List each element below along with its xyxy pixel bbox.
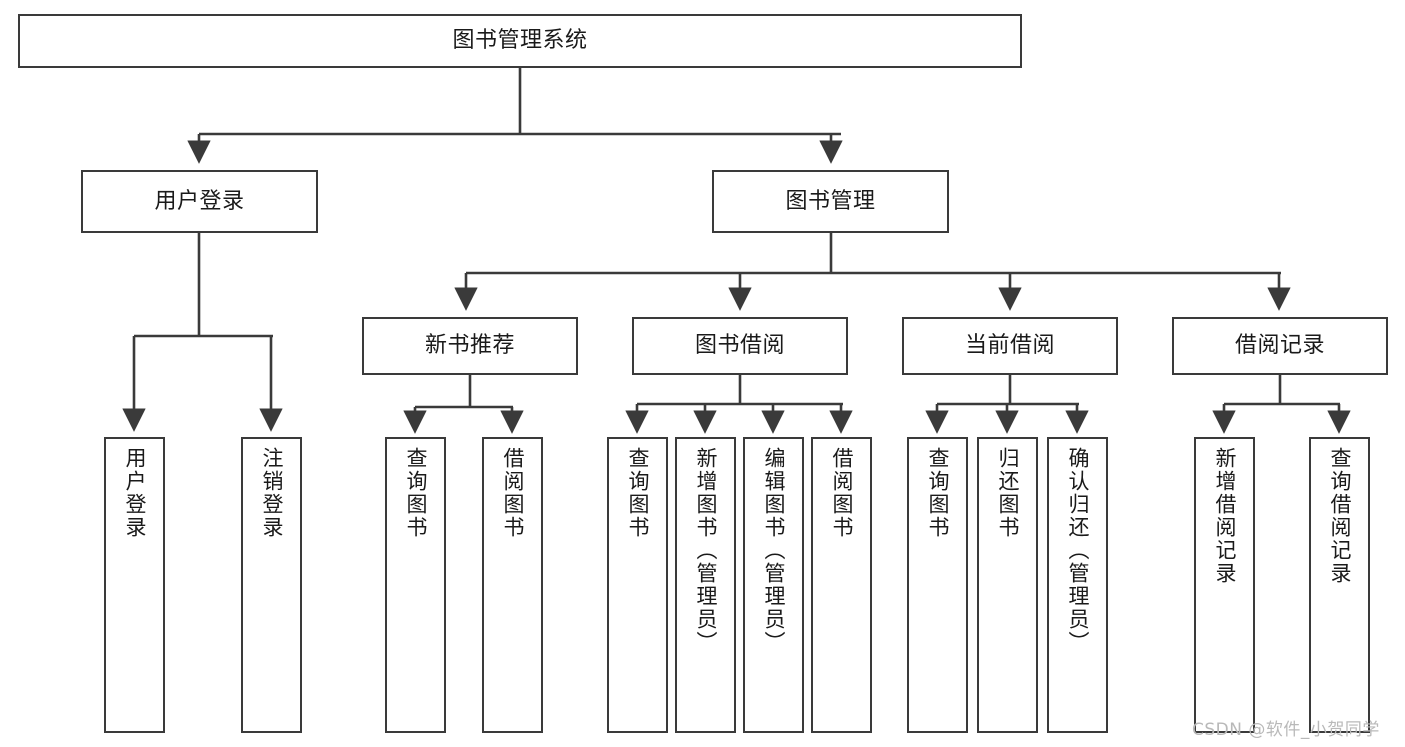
node-leaf-add-book[interactable]: 新增图书（管理员） — [675, 437, 736, 733]
node-leaf-logout[interactable]: 注销登录 — [241, 437, 302, 733]
node-borrow-record-label: 借阅记录 — [1234, 333, 1325, 359]
node-root[interactable]: 图书管理系统 — [18, 14, 1022, 68]
node-user-login-label: 用户登录 — [154, 188, 245, 214]
node-leaf-query-book-3[interactable]: 查询图书 — [907, 437, 968, 733]
node-leaf-query-record-label: 查询借阅记录 — [1328, 447, 1352, 585]
node-book-manage[interactable]: 图书管理 — [712, 170, 949, 233]
node-leaf-user-login[interactable]: 用户登录 — [104, 437, 165, 733]
node-leaf-edit-book-label: 编辑图书（管理员） — [762, 447, 786, 654]
node-leaf-logout-label: 注销登录 — [260, 447, 284, 539]
node-leaf-borrow-book-1[interactable]: 借阅图书 — [482, 437, 543, 733]
node-leaf-query-record[interactable]: 查询借阅记录 — [1309, 437, 1370, 733]
csdn-watermark: CSDN @软件_小贺同学 — [1192, 720, 1380, 740]
node-borrow-record[interactable]: 借阅记录 — [1172, 317, 1388, 375]
node-leaf-borrow-book-2[interactable]: 借阅图书 — [811, 437, 872, 733]
node-leaf-query-book-1-label: 查询图书 — [404, 447, 428, 539]
node-leaf-edit-book[interactable]: 编辑图书（管理员） — [743, 437, 804, 733]
node-new-book-rec-label: 新书推荐 — [424, 333, 515, 359]
node-leaf-add-book-label: 新增图书（管理员） — [694, 447, 718, 654]
node-leaf-return-book[interactable]: 归还图书 — [977, 437, 1038, 733]
node-leaf-confirm-return-label: 确认归还（管理员） — [1066, 447, 1090, 654]
node-leaf-borrow-book-2-label: 借阅图书 — [830, 447, 854, 539]
node-leaf-add-record[interactable]: 新增借阅记录 — [1194, 437, 1255, 733]
node-leaf-return-book-label: 归还图书 — [996, 447, 1020, 539]
node-new-book-rec[interactable]: 新书推荐 — [362, 317, 578, 375]
node-book-borrow[interactable]: 图书借阅 — [632, 317, 848, 375]
node-leaf-query-book-1[interactable]: 查询图书 — [385, 437, 446, 733]
node-leaf-query-book-2[interactable]: 查询图书 — [607, 437, 668, 733]
node-leaf-query-book-3-label: 查询图书 — [926, 447, 950, 539]
node-leaf-confirm-return[interactable]: 确认归还（管理员） — [1047, 437, 1108, 733]
node-leaf-add-record-label: 新增借阅记录 — [1213, 447, 1237, 585]
node-book-manage-label: 图书管理 — [785, 188, 876, 214]
node-leaf-borrow-book-1-label: 借阅图书 — [501, 447, 525, 539]
node-root-label: 图书管理系统 — [452, 28, 588, 54]
node-book-borrow-label: 图书借阅 — [694, 333, 785, 359]
node-current-borrow[interactable]: 当前借阅 — [902, 317, 1118, 375]
node-leaf-user-login-label: 用户登录 — [123, 447, 147, 539]
node-user-login[interactable]: 用户登录 — [81, 170, 318, 233]
node-current-borrow-label: 当前借阅 — [964, 333, 1055, 359]
node-leaf-query-book-2-label: 查询图书 — [626, 447, 650, 539]
